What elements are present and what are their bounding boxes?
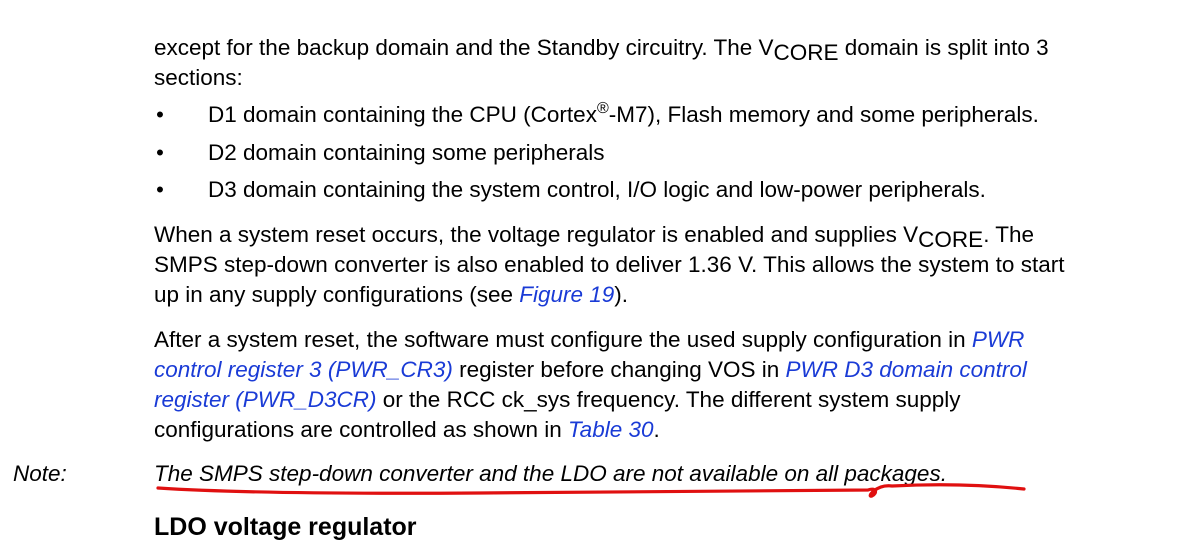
note-text: The SMPS step-down converter and the LDO… — [154, 461, 947, 486]
config-line-2: control register 3 (PWR_CR3) register be… — [154, 357, 1027, 382]
bullet-dot-icon: • — [156, 140, 164, 165]
table-30-link[interactable]: Table 30 — [568, 417, 654, 442]
bullet-item-d2: • D2 domain containing some peripherals — [0, 138, 1177, 168]
document-page: except for the backup domain and the Sta… — [0, 33, 1177, 541]
config-line-1: After a system reset, the software must … — [154, 327, 1025, 352]
pwr-cr3-link[interactable]: PWR — [971, 327, 1025, 352]
intro-line-1: except for the backup domain and the Sta… — [154, 35, 1049, 65]
config-paragraph: After a system reset, the software must … — [154, 325, 1166, 445]
pwr-d3cr-link-continued[interactable]: register (PWR_D3CR) — [154, 387, 377, 412]
intro-paragraph: except for the backup domain and the Sta… — [154, 33, 1166, 93]
figure-19-link[interactable]: Figure 19 — [519, 282, 615, 307]
vcore-subscript: CORE — [773, 40, 839, 65]
reset-paragraph: When a system reset occurs, the voltage … — [154, 220, 1166, 310]
registered-mark: ® — [596, 100, 609, 117]
bullet-text: D2 domain containing some peripherals — [208, 140, 605, 165]
reset-line-3: up in any supply configurations (see Fig… — [154, 282, 629, 307]
config-line-4: configurations are controlled as shown i… — [154, 417, 660, 442]
bullet-dot-icon: • — [156, 177, 164, 202]
pwr-cr3-link-continued[interactable]: control register 3 (PWR_CR3) — [154, 357, 453, 382]
intro-line-2: sections: — [154, 65, 243, 90]
bullet-item-d1: • D1 domain containing the CPU (Cortex®-… — [0, 100, 1177, 130]
pwr-d3cr-link[interactable]: PWR D3 domain control — [785, 357, 1027, 382]
reset-line-2: SMPS step-down converter is also enabled… — [154, 252, 1065, 277]
config-line-3: register (PWR_D3CR) or the RCC ck_sys fr… — [154, 387, 961, 412]
note-label: Note: — [13, 461, 67, 486]
vcore-subscript: CORE — [918, 227, 984, 252]
section-heading-ldo: LDO voltage regulator — [154, 513, 417, 541]
bullet-item-d3: • D3 domain containing the system contro… — [0, 175, 1177, 205]
bullet-text: D1 domain containing the CPU (Cortex®-M7… — [208, 100, 1039, 128]
bullet-text: D3 domain containing the system control,… — [208, 177, 986, 202]
bullet-dot-icon: • — [156, 102, 164, 127]
reset-line-1: When a system reset occurs, the voltage … — [154, 222, 1035, 252]
